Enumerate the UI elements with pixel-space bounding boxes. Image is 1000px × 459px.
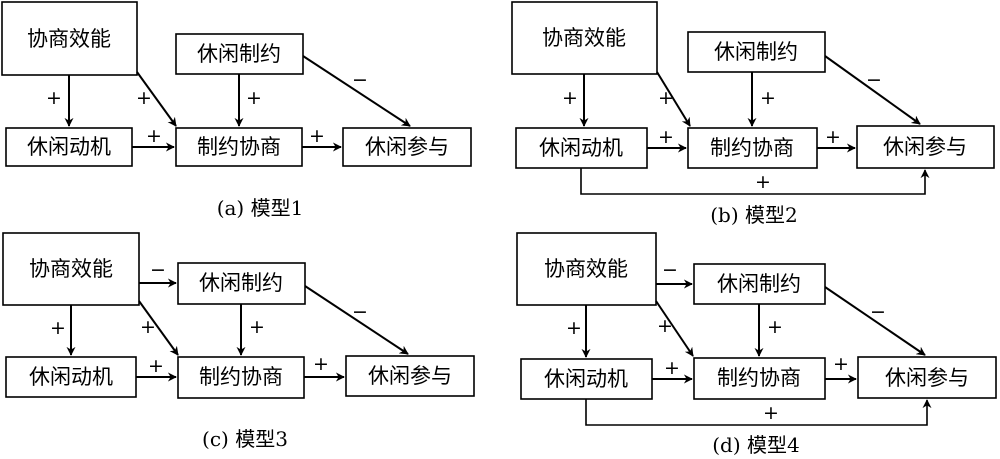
sign-efficacy-motivation: + [566,317,582,339]
node-participation-label: 休闲参与 [365,135,449,159]
arrow-constraint-participation [302,55,411,127]
node-negotiation-label: 制约协商 [199,365,283,389]
sign-constraint-participation: − [866,69,882,91]
node-efficacy-label: 协商效能 [29,257,113,281]
caption-model-c: (c) 模型3 [202,427,288,451]
arrow-efficacy-negotiation [655,300,694,357]
sign-constraint-participation: − [870,301,886,323]
sign-constraint-negotiation: + [249,316,265,338]
sign-efficacy-constraint: − [662,259,678,281]
node-efficacy [1,1,138,76]
node-constraint-label: 休闲制约 [197,42,281,66]
node-motivation-label: 休闲动机 [29,365,113,389]
sign-motivation-participation: + [755,171,771,193]
node-constraint-label: 休闲制约 [199,271,283,295]
node-efficacy [516,232,657,306]
sign-constraint-negotiation: + [767,316,783,338]
sign-motivation-negotiation: + [146,125,162,147]
node-constraint [175,33,304,75]
node-negotiation [687,127,818,169]
model-c: 协商效能 休闲制约 休闲动机 制约协商 休闲参与 − + + + − + + (… [2,232,475,451]
node-motivation [5,356,137,398]
node-constraint-label: 休闲制约 [717,272,801,296]
model-d: 协商效能 休闲制约 休闲动机 制约协商 休闲参与 − + + + − + + +… [516,232,997,457]
node-efficacy-label: 协商效能 [542,26,626,50]
node-participation [342,127,472,167]
arrow-constraint-participation [304,285,409,355]
model-b: 协商效能 休闲制约 休闲动机 制约协商 休闲参与 + + + − + + + (… [511,1,995,227]
arrow-constraint-participation [824,55,921,125]
node-constraint [177,262,306,305]
sign-negotiation-participation: + [313,353,329,375]
node-efficacy [511,1,658,75]
node-negotiation-label: 制约协商 [710,136,794,160]
sign-efficacy-negotiation: + [136,87,152,109]
node-participation [857,356,997,399]
sign-constraint-negotiation: + [246,87,262,109]
sign-motivation-negotiation: + [148,355,164,377]
node-negotiation [177,356,305,399]
sign-motivation-negotiation: + [658,126,674,148]
node-efficacy-label: 协商效能 [27,27,111,51]
sign-efficacy-negotiation: + [657,315,673,337]
sign-efficacy-constraint: − [150,259,166,281]
sign-efficacy-motivation: + [46,87,62,109]
caption-model-d: (d) 模型4 [712,433,800,457]
arrow-motivation-participation [585,399,932,426]
node-participation-label: 休闲参与 [368,364,452,388]
node-efficacy [2,232,140,306]
sign-negotiation-participation: + [833,353,849,375]
sign-efficacy-motivation: + [50,317,66,339]
arrow-constraint-participation [824,286,926,356]
sign-constraint-participation: − [352,69,368,91]
sign-efficacy-motivation: + [562,87,578,109]
node-negotiation-label: 制约协商 [717,366,801,390]
sign-constraint-negotiation: + [760,87,776,109]
node-constraint-label: 休闲制约 [714,40,798,64]
arrow-efficacy-negotiation [136,71,177,127]
sign-motivation-negotiation: + [664,357,680,379]
sign-efficacy-negotiation: + [140,316,156,338]
node-motivation [520,358,653,400]
arrow-efficacy-negotiation [656,71,691,127]
node-negotiation [693,357,826,400]
sign-negotiation-participation: + [309,125,325,147]
sign-efficacy-negotiation: + [658,87,674,109]
sign-constraint-participation: − [352,301,368,323]
node-constraint [687,31,826,73]
node-participation [856,125,995,169]
caption-model-a: (a) 模型1 [217,196,304,220]
node-participation-label: 休闲参与 [883,135,967,159]
arrow-motivation-participation [580,168,930,195]
node-negotiation-label: 制约协商 [197,135,281,159]
sign-motivation-participation: + [763,402,779,424]
node-participation [345,355,475,397]
node-motivation-label: 休闲动机 [539,136,623,160]
node-participation-label: 休闲参与 [885,366,969,390]
model-a: 协商效能 休闲制约 休闲动机 制约协商 休闲参与 + + + − + + (a)… [1,1,472,220]
node-motivation [5,127,133,167]
node-motivation-label: 休闲动机 [544,367,628,391]
arrow-efficacy-negotiation [138,300,179,356]
caption-model-b: (b) 模型2 [710,203,798,227]
node-efficacy-label: 协商效能 [544,257,628,281]
node-motivation-label: 休闲动机 [27,135,111,159]
sign-negotiation-participation: + [825,126,841,148]
node-constraint [693,263,826,305]
